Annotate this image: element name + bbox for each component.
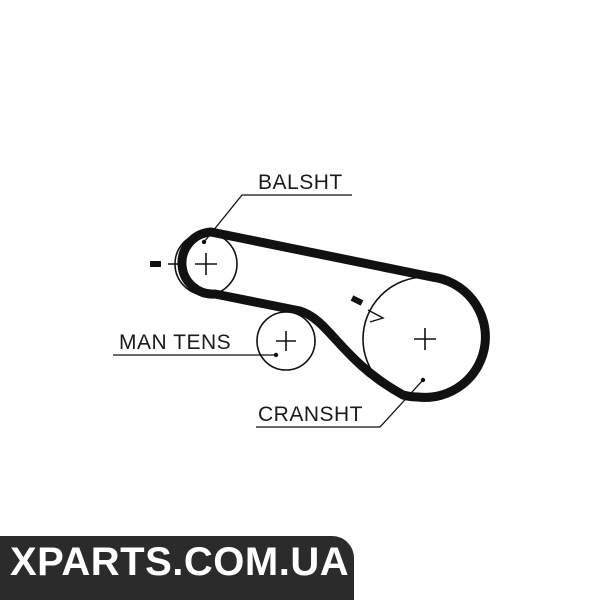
man-tens-label: MAN TENS [119, 331, 231, 354]
cransht-timing-mark [350, 295, 385, 323]
cransht-pulley [362, 276, 488, 402]
balsht-label: BALSHT [258, 171, 343, 194]
timing-belt [177, 227, 490, 402]
man-tens-leader [113, 352, 279, 358]
balsht-leader [201, 194, 352, 245]
cransht-leader [256, 377, 426, 428]
cransht-label: CRANSHT [258, 403, 363, 426]
balsht-timing-mark [150, 260, 186, 268]
watermark-banner [0, 536, 354, 600]
man-tens-pulley [256, 311, 316, 371]
watermark-text: XPARTS.COM.UA [10, 540, 350, 584]
